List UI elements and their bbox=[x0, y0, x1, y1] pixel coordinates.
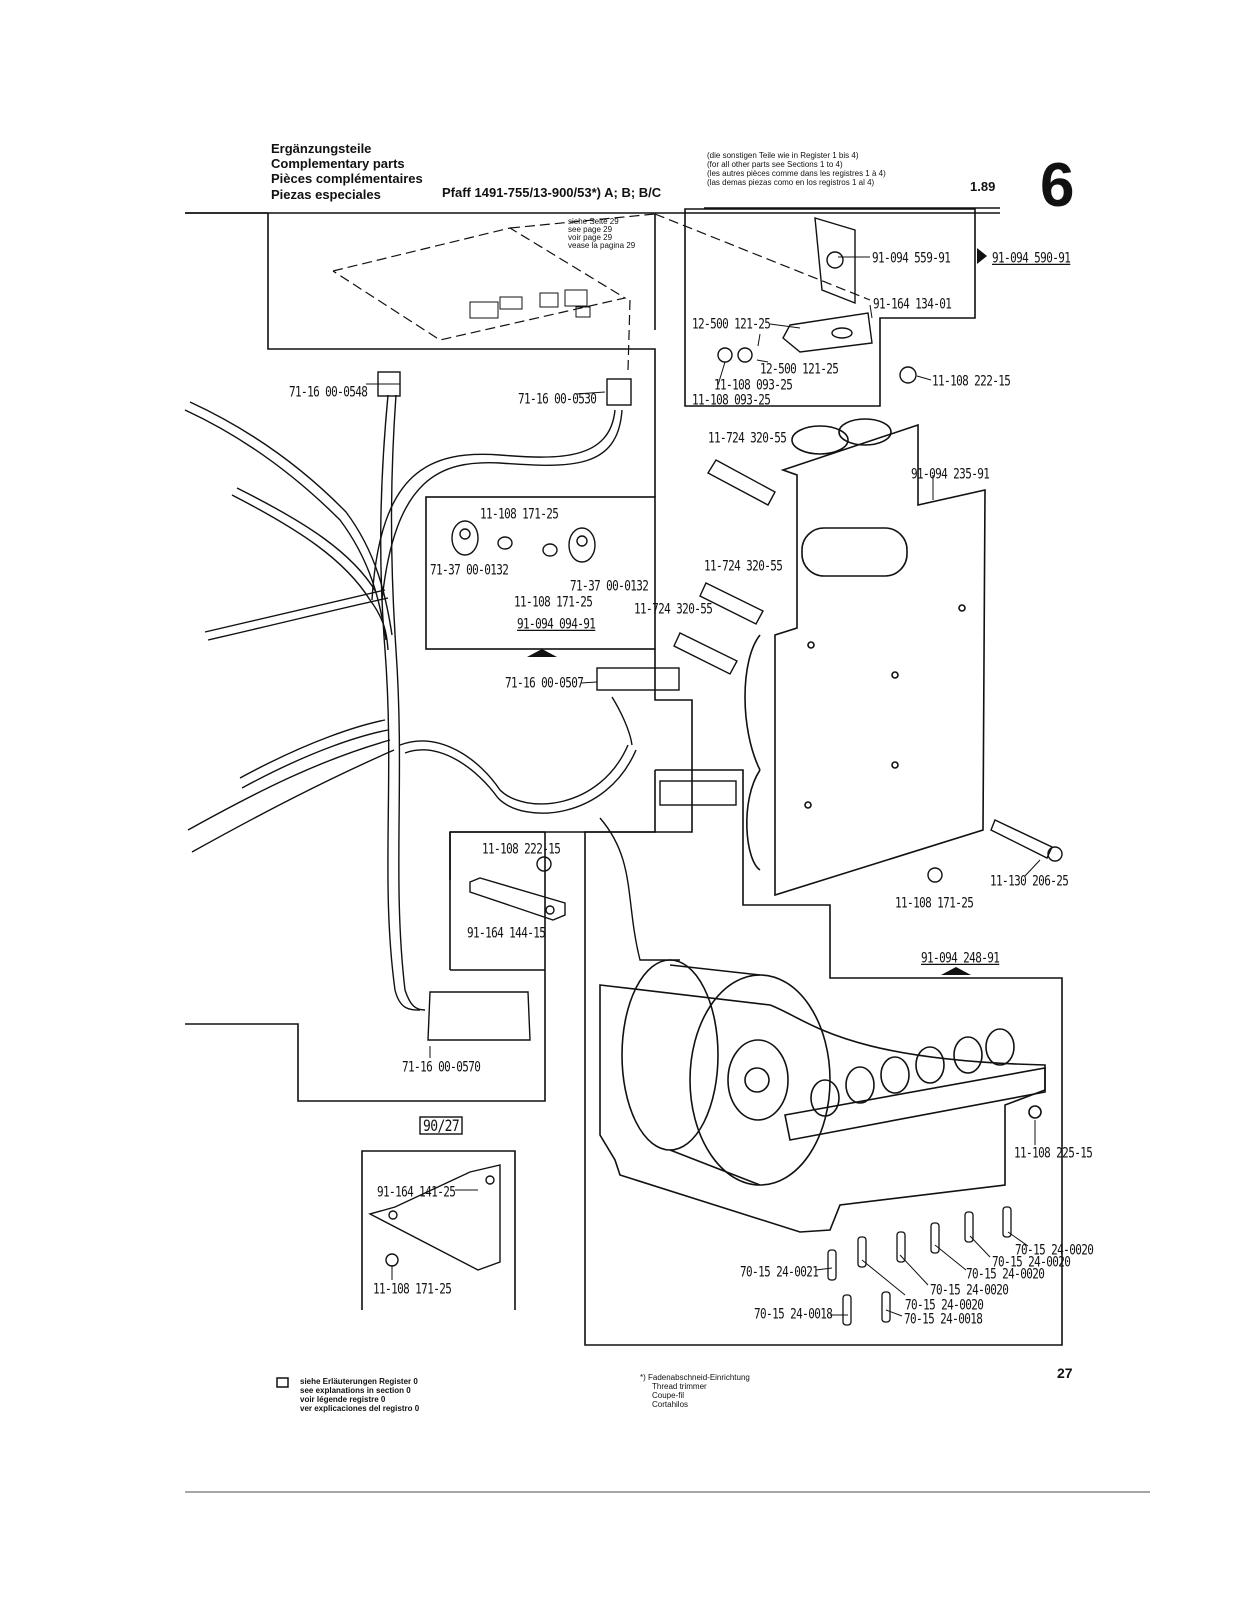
bracket-141-drawing bbox=[368, 1164, 501, 1271]
part-label: 11-108 222-15 bbox=[932, 373, 1011, 390]
part-label: 11-108 171-25 bbox=[373, 1281, 452, 1298]
reference-arrow bbox=[527, 649, 557, 657]
title-de: Ergänzungsteile bbox=[271, 141, 372, 156]
part-label: 11-724 320-55 bbox=[634, 601, 713, 618]
part-label: 11-108 171-25 bbox=[480, 506, 559, 523]
part-label: 91-094 590-91 bbox=[992, 250, 1071, 267]
footnote-en: Thread trimmer bbox=[652, 1382, 707, 1391]
fuse-drawings bbox=[827, 1206, 1012, 1326]
part-label: 70-15 24-0020 bbox=[905, 1297, 984, 1314]
part-label: 70-15 24-0018 bbox=[904, 1311, 983, 1328]
spacer-drawings bbox=[673, 459, 776, 675]
part-label: 71-37 00-0132 bbox=[430, 562, 509, 579]
page-number: 27 bbox=[1057, 1365, 1073, 1381]
cable-harness bbox=[184, 394, 637, 1011]
page-ref-en: see page 29 bbox=[568, 225, 613, 234]
legend-de: siehe Erläuterungen Register 0 bbox=[300, 1377, 418, 1386]
part-label: 11-108 093-25 bbox=[692, 392, 771, 409]
box-bracket bbox=[361, 1150, 516, 1310]
part-label: 11-724 320-55 bbox=[708, 430, 787, 447]
part-label: 70-15 24-0020 bbox=[1015, 1242, 1094, 1259]
part-label: 11-108 225-15 bbox=[1014, 1145, 1093, 1162]
page-ref-de: siehe Seite 29 bbox=[568, 217, 619, 226]
part-label: 91-094 094-91 bbox=[517, 616, 596, 633]
part-label: 71-16 00-0570 bbox=[402, 1059, 481, 1076]
part-label: 70-15 24-0020 bbox=[992, 1254, 1071, 1271]
bracket-144-drawing bbox=[469, 856, 566, 921]
part-label: 71-16 00-0507 bbox=[505, 675, 584, 692]
title-en: Complementary parts bbox=[271, 156, 405, 171]
circuit-board-outline bbox=[332, 213, 871, 371]
part-label: 70-15 24-0020 bbox=[930, 1282, 1009, 1299]
box-transformer bbox=[584, 769, 1063, 1346]
part-label: 11-108 093-25 bbox=[714, 377, 793, 394]
part-label: 91-164 134-01 bbox=[873, 296, 952, 313]
title-es: Piezas especiales bbox=[271, 187, 381, 202]
part-label: 90/27 bbox=[423, 1117, 460, 1136]
power-board-drawing bbox=[744, 418, 986, 897]
frame-line bbox=[185, 832, 545, 1101]
part-label: 11-724 320-55 bbox=[704, 558, 783, 575]
note-de: (die sonstigen Teile wie in Register 1 b… bbox=[707, 151, 859, 160]
part-label: 70-15 24-0018 bbox=[754, 1306, 833, 1323]
part-label: 70-15 24-0021 bbox=[740, 1264, 819, 1281]
part-label: 12-500 121-25 bbox=[760, 361, 839, 378]
legend-en: see explanations in section 0 bbox=[300, 1386, 411, 1395]
reference-arrow bbox=[941, 967, 971, 975]
title-fr: Pièces complémentaires bbox=[271, 171, 423, 186]
model-title: Pfaff 1491-755/13-900/53*) A; B; B/C bbox=[442, 185, 662, 200]
connectors-on-board bbox=[469, 289, 591, 319]
box-sensor-board bbox=[684, 208, 976, 407]
connector-drawings bbox=[377, 371, 737, 1041]
section-number: 6 bbox=[1040, 151, 1075, 220]
reference-arrow bbox=[977, 248, 987, 264]
legend-box-icon bbox=[276, 1377, 289, 1388]
part-label: 71-16 00-0530 bbox=[518, 391, 597, 408]
part-label: 91-164 144-15 bbox=[467, 925, 546, 942]
part-label: 70-15 24-0020 bbox=[966, 1266, 1045, 1283]
part-label: 71-37 00-0132 bbox=[570, 578, 649, 595]
part-label: 91-094 559-91 bbox=[872, 250, 951, 267]
legend-es: ver explicaciones del registro 0 bbox=[300, 1404, 420, 1413]
footnote-fr: Coupe-fil bbox=[652, 1391, 685, 1400]
note-es: (las demas piezas como en los registros … bbox=[707, 178, 875, 187]
edition-date: 1.89 bbox=[970, 179, 996, 194]
clip-drawings bbox=[451, 520, 596, 563]
page-ref-fr: voir page 29 bbox=[568, 233, 613, 242]
frame-line bbox=[185, 832, 546, 1102]
frame-line bbox=[267, 213, 656, 497]
part-label: 11-108 171-25 bbox=[895, 895, 974, 912]
part-label: 71-16 00-0548 bbox=[289, 384, 368, 401]
footnote-es: Cortahilos bbox=[652, 1400, 689, 1409]
box-clips bbox=[425, 496, 656, 650]
part-label: 91-094 248-91 bbox=[921, 950, 1000, 967]
part-label: 91-094 235-91 bbox=[911, 466, 990, 483]
footnote-de: *) Fadenabschneid-Einrichtung bbox=[640, 1373, 750, 1382]
page-ref-es: vease la pagina 29 bbox=[568, 241, 636, 250]
note-fr: (les autres pièces comme dans les regist… bbox=[707, 169, 886, 178]
legend-fr: voir légende registre 0 bbox=[300, 1395, 386, 1404]
transformer-drawing bbox=[599, 959, 1046, 1233]
part-label: 12-500 121-25 bbox=[692, 316, 771, 333]
ref-box bbox=[419, 1116, 463, 1135]
part-label: 91-164 141-25 bbox=[377, 1184, 456, 1201]
note-en: (for all other parts see Sections 1 to 4… bbox=[707, 160, 843, 169]
part-label: 11-108 222-15 bbox=[482, 841, 561, 858]
long-screw-drawing bbox=[927, 819, 1063, 883]
leader-lines bbox=[366, 256, 1041, 1317]
part-label: 11-130 206-25 bbox=[990, 873, 1069, 890]
part-label: 11-108 171-25 bbox=[514, 594, 593, 611]
